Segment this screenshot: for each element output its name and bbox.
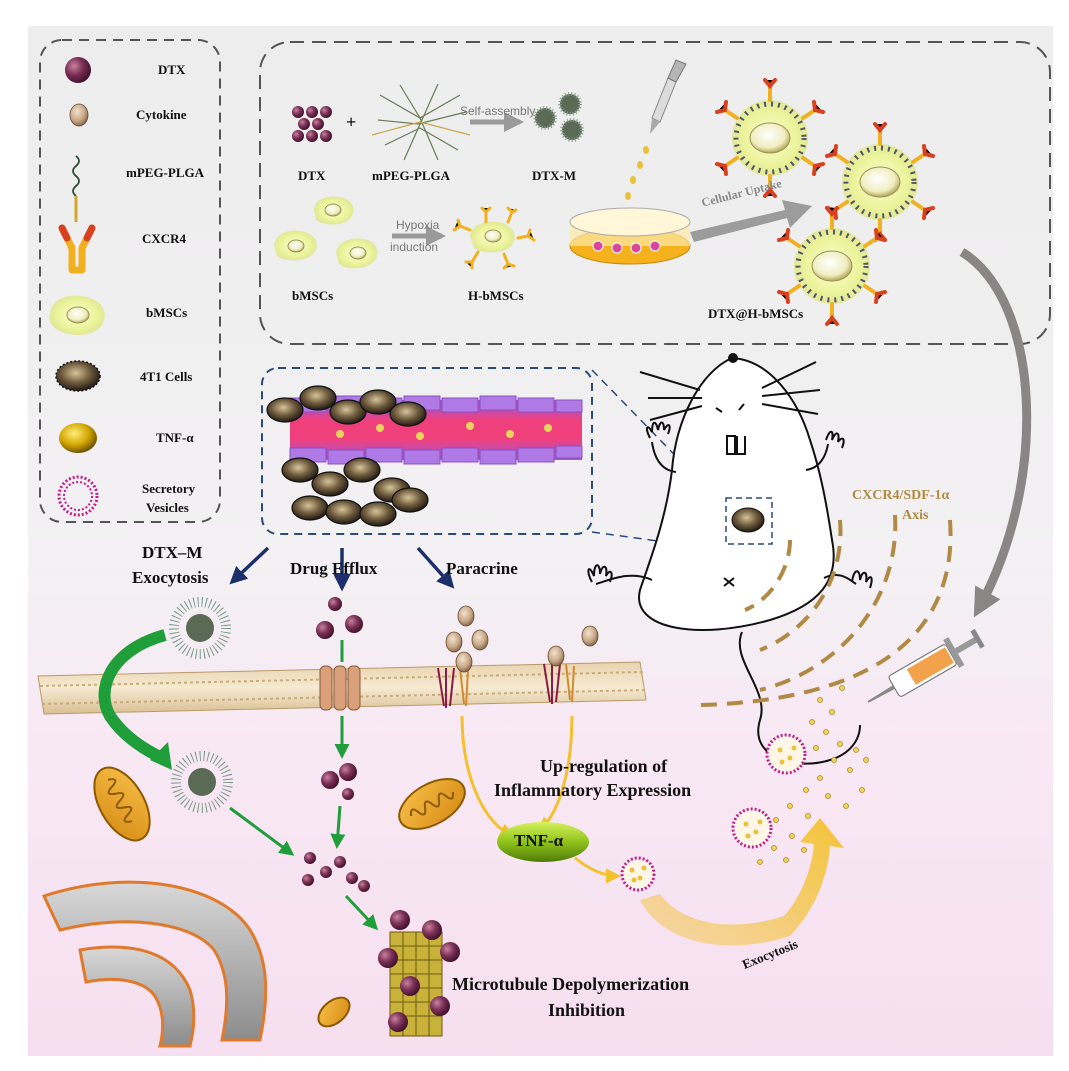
mitochondrion-middle: [398, 778, 466, 830]
cytokine-legend-icon: [69, 103, 89, 127]
efflux-pump-icon: [319, 665, 361, 711]
syringe-icon: [867, 628, 985, 703]
mouse-tumor: [725, 497, 773, 545]
pipette-icon: [650, 59, 687, 134]
yellow-arrow-left: [460, 715, 515, 838]
vesicle-lower: [731, 807, 773, 849]
tnf-pill: [497, 822, 589, 862]
vesicle-upper: [765, 733, 807, 775]
axis-label-line2: Axis: [902, 508, 929, 523]
legend-label-vesicles: Vesicles: [146, 500, 189, 515]
pathway-label-dtx-m: DTX–M: [142, 543, 203, 562]
mitochondrion-left: [93, 766, 151, 842]
tnf-pill-label: TNF-α: [514, 831, 564, 850]
dtx-m-micelle-inside: [171, 751, 233, 813]
pathway-label-paracrine: Paracrine: [446, 559, 518, 578]
bmsc-cells: [274, 196, 378, 269]
mpeg-plga-polymers: [371, 83, 471, 161]
legend-label-secretory: Secretory: [142, 481, 196, 496]
green-curved-arrow: [98, 629, 167, 762]
hypoxia-label-1: Hypoxia: [396, 218, 440, 232]
axis-label-line1: CXCR4/SDF-1α: [852, 488, 950, 503]
legend-label-cxcr4: CXCR4: [142, 231, 187, 246]
hypoxia-label-2: induction: [390, 240, 439, 254]
microtubule-label-line1: Microtubule Depolymerization: [452, 974, 690, 994]
mouse-illustration: [587, 353, 873, 765]
legend-label-cytokine: Cytokine: [136, 107, 187, 122]
prep-label-dtx-m: DTX-M: [532, 168, 577, 183]
vesicle-small: [620, 856, 656, 892]
exocytosis-big-arrow: [640, 818, 844, 946]
cxcr4-legend-icon: [58, 224, 96, 274]
golgi-apparatus: [41, 880, 268, 1048]
legend-label-bmscs: bMSCs: [146, 305, 188, 320]
inflammation-label-line1: Up-regulation of: [540, 756, 668, 776]
cxcr4-axis-arcs: [699, 514, 953, 707]
injection-arrow: [959, 248, 1032, 618]
dtx-efflux-balls: [302, 597, 370, 892]
dtx-legend-icon: [65, 57, 91, 83]
dtx-m-micelle-outside: [169, 597, 231, 659]
self-assembly-label: Self-assembly: [460, 104, 536, 118]
prep-label-mpeg-plga: mPEG-PLGA: [372, 168, 450, 183]
prep-label-h-bmscs: H-bMSCs: [468, 288, 524, 303]
culture-dish: [569, 207, 691, 265]
released-particles: [757, 685, 869, 865]
cellular-uptake-arrow: [690, 200, 812, 242]
dtx-m-micelles: [533, 92, 584, 142]
legend-label-tnf: TNF-α: [156, 430, 194, 445]
prep-label-bmscs: bMSCs: [292, 288, 334, 303]
mitochondrion-small: [317, 996, 351, 1028]
exocytosis-arrow: [229, 546, 270, 585]
yellow-arrow-to-vesicle: [574, 856, 621, 884]
mpeg-plga-legend-icon: [72, 155, 80, 197]
tumor-zoom-box: [261, 367, 593, 535]
green-arrow-diag: [229, 806, 295, 856]
tumor-cell-cluster: [266, 385, 429, 527]
green-arrow-down-2: [330, 805, 346, 849]
h-bmsc-cell: [452, 206, 536, 270]
bmsc-legend-icon: [49, 295, 105, 335]
pathway-label-drug-efflux: Drug Efflux: [290, 559, 378, 578]
legend-label-mpeg-plga: mPEG-PLGA: [126, 165, 204, 180]
plus-sign: +: [346, 112, 357, 132]
receptor-icons: [437, 663, 575, 708]
paracrine-arrow: [416, 546, 455, 589]
vesicle-legend-icon: [57, 475, 99, 517]
dtx-h-bmsc-cells: [715, 78, 935, 326]
preparation-box: [259, 41, 1051, 345]
tumor-cell-legend-icon: [55, 360, 101, 392]
prep-label-dtx: DTX: [298, 168, 326, 183]
green-arrow-to-microtubule: [344, 894, 379, 931]
prep-label-dtx-h-bmscs: DTX@H-bMSCs: [708, 306, 804, 321]
pathway-label-exocytosis: Exocytosis: [132, 568, 209, 587]
microtubule-label-line2: Inhibition: [548, 1000, 626, 1020]
tnf-legend-icon: [59, 423, 97, 453]
legend-label-dtx: DTX: [158, 62, 186, 77]
microtubule-bundle: [378, 910, 460, 1037]
legend-label-4t1: 4T1 Cells: [140, 369, 193, 384]
cytokine-particles: [445, 605, 599, 673]
legend-box: [39, 39, 221, 523]
dtx-cluster: [292, 106, 332, 142]
inflammation-label-line2: Inflammatory Expression: [494, 780, 692, 800]
